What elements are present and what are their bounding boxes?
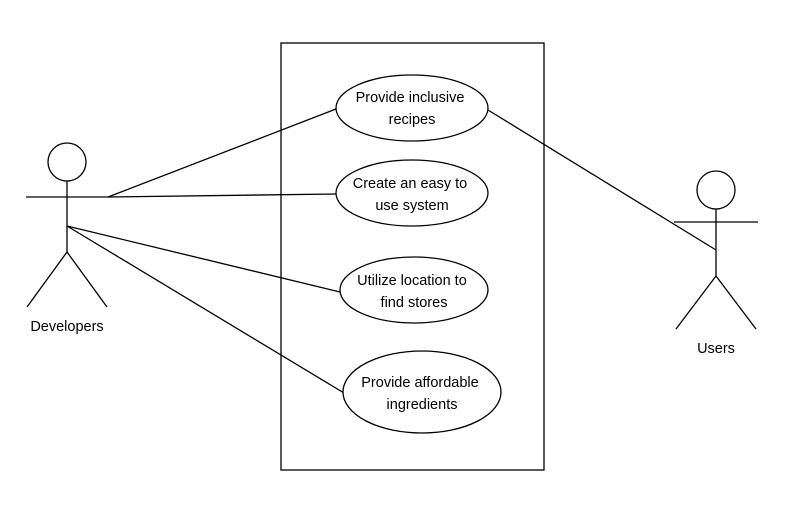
use-case-affordable-ingredients[interactable]: Provide affordable ingredients	[342, 350, 502, 434]
use-case-ellipse	[335, 74, 489, 142]
use-case-easy-system[interactable]: Create an easy to use system	[335, 159, 489, 227]
use-case-label-line: Provide affordable	[361, 375, 478, 391]
association-developers-affordable-ingredients	[66, 225, 350, 397]
actor-label: Users	[697, 341, 735, 357]
actor-label: Developers	[30, 319, 103, 335]
actor-left-leg	[26, 251, 68, 308]
use-case-label: Utilize location to find stores	[357, 273, 471, 311]
stick-figure-icon	[674, 170, 758, 330]
actor-developers[interactable]: Developers	[26, 142, 108, 335]
association-developers-inclusive-recipes	[107, 108, 337, 198]
use-case-location-stores[interactable]: Utilize location to find stores	[339, 256, 489, 324]
use-case-label-line: Utilize location to	[357, 273, 467, 289]
use-case-label-line: ingredients	[387, 397, 458, 413]
actor-users[interactable]: Users	[674, 170, 758, 357]
actor-right-leg	[66, 251, 108, 308]
actor-head	[696, 170, 736, 210]
association-users-inclusive-recipes	[487, 109, 717, 251]
actor-head	[47, 142, 87, 182]
use-case-label-line: recipes	[389, 112, 436, 128]
use-case-label: Provide affordable ingredients	[361, 375, 482, 413]
use-case-label-line: Create an easy to	[353, 176, 467, 192]
use-case-label: Create an easy to use system	[353, 176, 472, 214]
use-case-label: Provide inclusive recipes	[356, 90, 469, 128]
association-developers-easy-system	[107, 193, 337, 198]
actor-right-leg	[715, 275, 757, 330]
use-case-ellipse	[339, 256, 489, 324]
use-case-ellipse	[335, 159, 489, 227]
use-case-ellipse	[342, 350, 502, 434]
use-case-label-line: find stores	[381, 295, 448, 311]
actor-left-leg	[675, 275, 717, 330]
use-case-label-line: use system	[375, 198, 448, 214]
associations	[66, 108, 717, 397]
system-boundary	[280, 42, 545, 471]
association-developers-location-stores	[66, 225, 341, 293]
stick-figure-icon	[26, 142, 108, 308]
use-case-inclusive-recipes[interactable]: Provide inclusive recipes	[335, 74, 489, 142]
use-case-label-line: Provide inclusive	[356, 90, 465, 106]
